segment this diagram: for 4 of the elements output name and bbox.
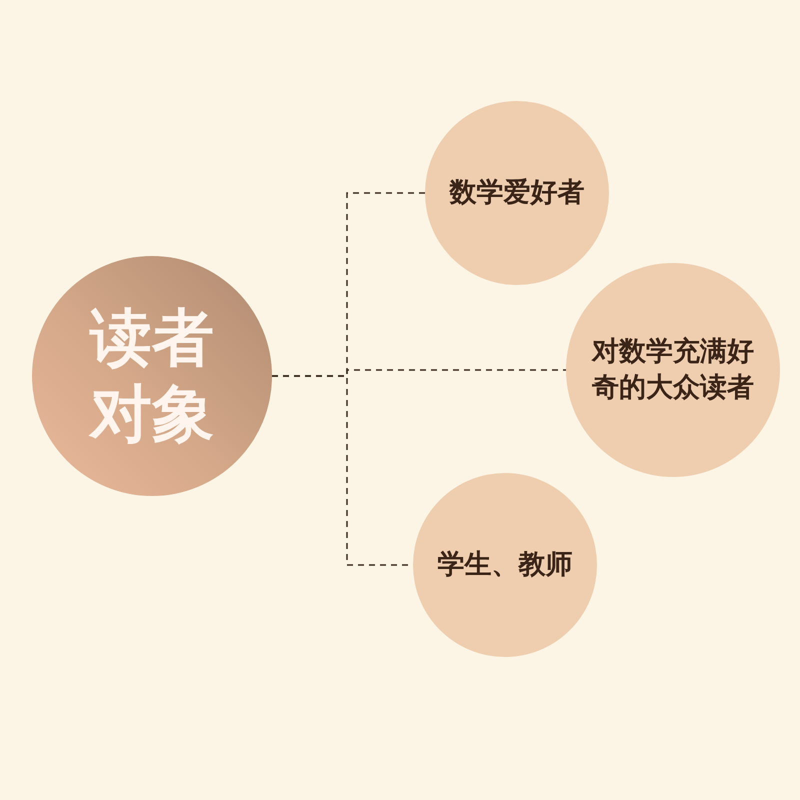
node-label: 对数学充满好奇的大众读者: [590, 335, 755, 405]
node-label: 数学爱好者: [448, 176, 586, 210]
title-text: 读者对象: [88, 300, 215, 452]
node-label: 学生、教师: [436, 548, 574, 582]
